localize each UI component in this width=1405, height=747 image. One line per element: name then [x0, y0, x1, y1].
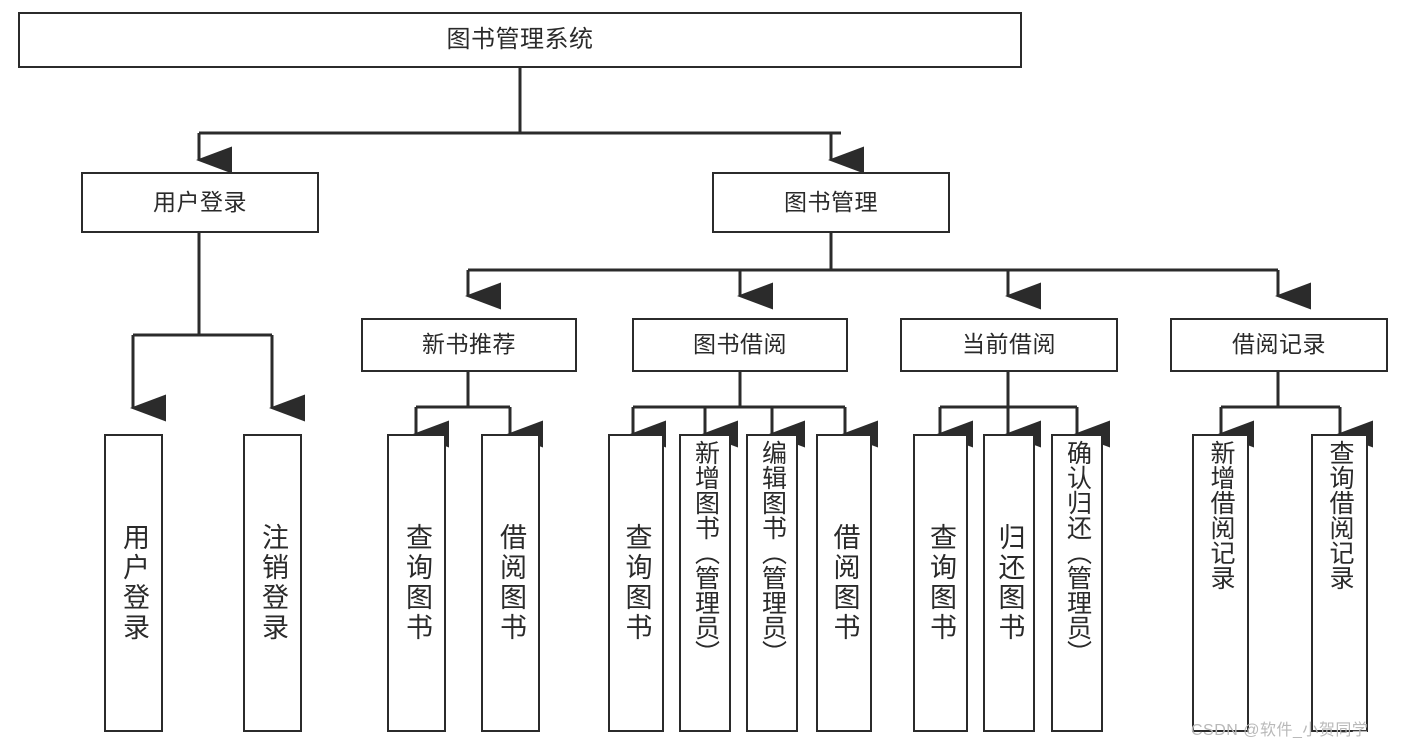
- leaf-logout-login[interactable]: 注销登录: [243, 434, 302, 732]
- node-label: 当前借阅: [962, 331, 1056, 358]
- leaf-borrow-book-recommend[interactable]: 借阅图书: [481, 434, 540, 732]
- node-new-book-recommend[interactable]: 新书推荐: [361, 318, 577, 372]
- node-borrow-record[interactable]: 借阅记录: [1170, 318, 1388, 372]
- node-label: 借阅图书: [496, 523, 526, 643]
- node-label: 用户登录: [119, 523, 149, 643]
- node-label: 归还图书: [994, 523, 1025, 643]
- leaf-query-book-recommend[interactable]: 查询图书: [387, 434, 446, 732]
- node-current-borrow[interactable]: 当前借阅: [900, 318, 1118, 372]
- csdn-watermark: CSDN @软件_小贺同学: [1191, 722, 1369, 739]
- node-book-borrow[interactable]: 图书借阅: [632, 318, 848, 372]
- leaf-edit-book-admin[interactable]: 编辑图书（管理员）: [746, 434, 798, 732]
- node-label: 新增图书（管理员）: [691, 440, 720, 665]
- leaf-borrow-book[interactable]: 借阅图书: [816, 434, 872, 732]
- node-book-management[interactable]: 图书管理: [712, 172, 950, 233]
- node-label: 图书管理: [784, 188, 878, 215]
- node-label: 查询图书: [926, 523, 956, 643]
- node-label: 确认归还（管理员）: [1063, 440, 1092, 665]
- leaf-add-book-admin[interactable]: 新增图书（管理员）: [679, 434, 731, 732]
- leaf-user-login[interactable]: 用户登录: [104, 434, 163, 732]
- node-label: 查询图书: [402, 523, 432, 643]
- node-label: 图书管理系统: [446, 25, 594, 53]
- node-root-book-management-system[interactable]: 图书管理系统: [18, 12, 1022, 68]
- node-label: 新增借阅记录: [1207, 440, 1235, 590]
- leaf-query-book-current[interactable]: 查询图书: [913, 434, 968, 732]
- leaf-add-borrow-record[interactable]: 新增借阅记录: [1192, 434, 1249, 732]
- leaf-return-book[interactable]: 归还图书: [983, 434, 1035, 732]
- node-label: 注销登录: [258, 523, 288, 643]
- node-label: 查询借阅记录: [1326, 440, 1354, 590]
- node-label: 查询图书: [621, 523, 652, 643]
- leaf-query-borrow-record[interactable]: 查询借阅记录: [1311, 434, 1368, 732]
- node-label: 图书借阅: [693, 331, 787, 358]
- node-label: 编辑图书（管理员）: [758, 440, 787, 665]
- node-label: 借阅图书: [829, 523, 860, 643]
- node-label: 新书推荐: [422, 331, 516, 358]
- node-label: 用户登录: [153, 188, 247, 215]
- leaf-query-book-borrow[interactable]: 查询图书: [608, 434, 664, 732]
- node-user-login[interactable]: 用户登录: [81, 172, 319, 233]
- leaf-confirm-return-admin[interactable]: 确认归还（管理员）: [1051, 434, 1103, 732]
- node-label: 借阅记录: [1232, 331, 1326, 358]
